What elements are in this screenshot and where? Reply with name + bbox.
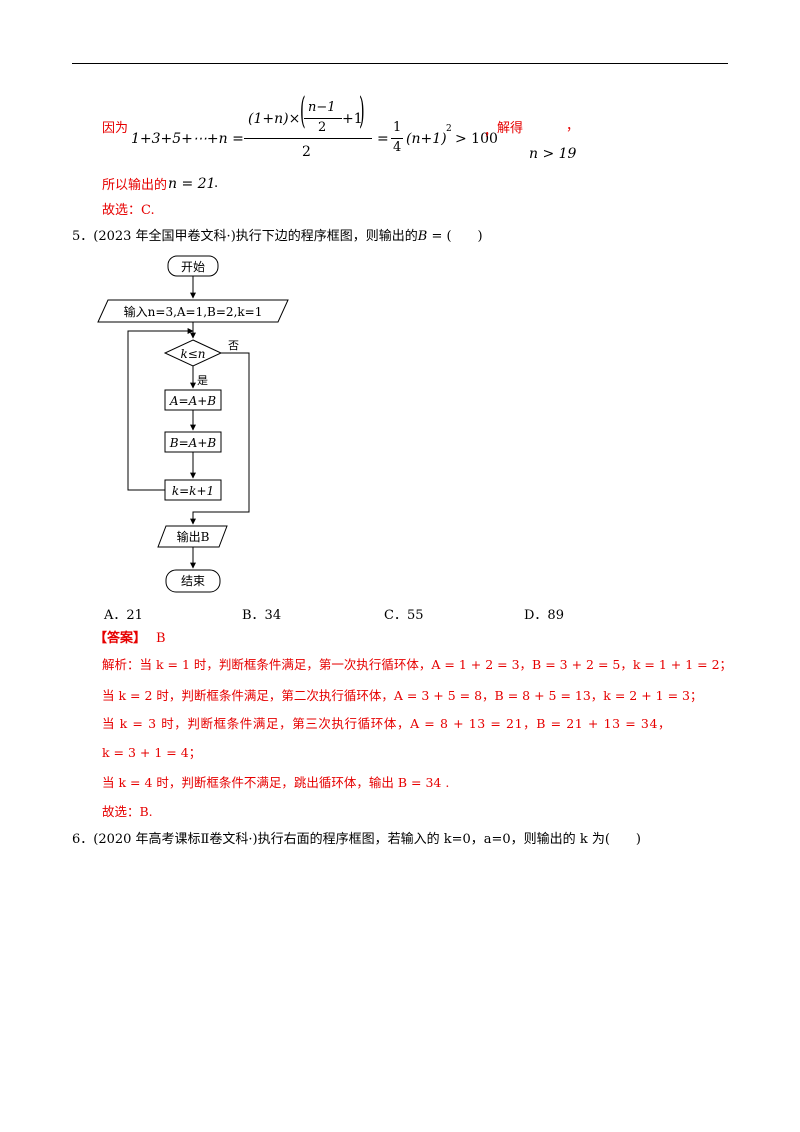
quarter-bar bbox=[391, 138, 403, 139]
input-label: 输入n=3,A=1,B=2,k=1 bbox=[124, 304, 263, 319]
prev-choice: 故选：C. bbox=[102, 203, 155, 218]
step1-box bbox=[164, 389, 222, 411]
q5-stem: 5．(2023 年全国甲卷文科·)执行下边的程序框图，则输出的B = ( ) bbox=[72, 229, 483, 245]
output-box bbox=[157, 525, 228, 548]
big-paren-left: ( bbox=[300, 91, 306, 132]
n-equals-21: n = 21 bbox=[168, 176, 216, 192]
analysis-line-1: 解析：当 k = 1 时，判断框条件满足，第一次执行循环体，A = 1 + 2 … bbox=[102, 657, 733, 672]
option-a: A．21 bbox=[104, 608, 143, 623]
because-label: 因为 bbox=[102, 121, 129, 136]
yes-label: 是 bbox=[197, 374, 208, 387]
answer-label: 【答案】 bbox=[94, 631, 147, 646]
q5-stem-var: B bbox=[417, 229, 428, 244]
q5-stem-end: = ( ) bbox=[427, 229, 483, 244]
header-rule bbox=[72, 63, 728, 64]
option-b: B．34 bbox=[242, 608, 282, 623]
step2-box bbox=[164, 431, 222, 453]
start-label: 开始 bbox=[181, 260, 205, 274]
quarter-bottom: 4 bbox=[393, 140, 402, 155]
analysis-line-6: 故选：B. bbox=[102, 804, 153, 819]
numerator-left: (1+n)× bbox=[248, 111, 301, 127]
big-paren-right: ) bbox=[359, 91, 365, 132]
numerator-frac-bottom: 2 bbox=[318, 120, 327, 135]
greater-than-100: > 100 bbox=[455, 131, 498, 147]
q6-stem: 6．(2020 年高考课标Ⅱ卷文科·)执行右面的程序框图，若输入的 k=0，a=… bbox=[72, 832, 641, 847]
option-d: D．89 bbox=[524, 608, 564, 623]
no-label: 否 bbox=[228, 339, 239, 352]
comma-2: ， bbox=[566, 119, 580, 134]
q5-stem-text: 5．(2023 年全国甲卷文科·)执行下边的程序框图，则输出的 bbox=[72, 229, 418, 244]
equals-sign: = bbox=[377, 131, 389, 147]
comma: ， bbox=[484, 124, 498, 139]
analysis-line-4: k = 3 + 1 = 4； bbox=[102, 745, 202, 760]
step3-label: k=k+1 bbox=[172, 484, 214, 498]
condition-label: k≤n bbox=[180, 347, 205, 361]
input-box bbox=[97, 299, 289, 323]
step3-box bbox=[164, 479, 222, 501]
loop-back-line bbox=[127, 328, 194, 491]
solve-label: 解得 bbox=[497, 121, 524, 136]
analysis-line-5: 当 k = 4 时，判断框条件不满足，跳出循环体，输出 B = 34 . bbox=[102, 775, 450, 790]
inner-fraction-bar bbox=[304, 118, 342, 119]
analysis-line-3: 当 k = 3 时，判断框条件满足，第三次执行循环体，A = 8 + 13 = … bbox=[102, 716, 672, 731]
rhs-term: (n+1) bbox=[406, 131, 447, 147]
numerator-frac-top: n−1 bbox=[308, 100, 336, 115]
output-label: 输出B bbox=[177, 529, 210, 544]
so-output-label: 所以输出的 bbox=[102, 178, 168, 193]
square-exponent: 2 bbox=[446, 124, 452, 134]
solve-result: n > 19 bbox=[529, 146, 577, 162]
option-c: C．55 bbox=[384, 608, 424, 623]
denominator: 2 bbox=[302, 144, 311, 160]
step1-label: A=A+B bbox=[169, 394, 216, 408]
step2-label: B=A+B bbox=[169, 436, 217, 450]
analysis-line-2: 当 k = 2 时，判断框条件满足，第二次执行循环体，A = 3 + 5 = 8… bbox=[102, 688, 703, 703]
start-terminal bbox=[167, 255, 219, 277]
answer-value: B bbox=[156, 631, 166, 646]
main-fraction-bar bbox=[244, 138, 372, 139]
end-label: 结束 bbox=[181, 574, 205, 588]
no-branch-line bbox=[190, 352, 250, 525]
quarter-top: 1 bbox=[393, 120, 402, 135]
condition-diamond bbox=[163, 339, 223, 367]
period: . bbox=[214, 176, 219, 191]
numerator-plus: +1 bbox=[342, 111, 363, 127]
end-terminal bbox=[165, 569, 221, 593]
sum-lhs: 1+3+5+⋯+n = bbox=[131, 131, 244, 147]
